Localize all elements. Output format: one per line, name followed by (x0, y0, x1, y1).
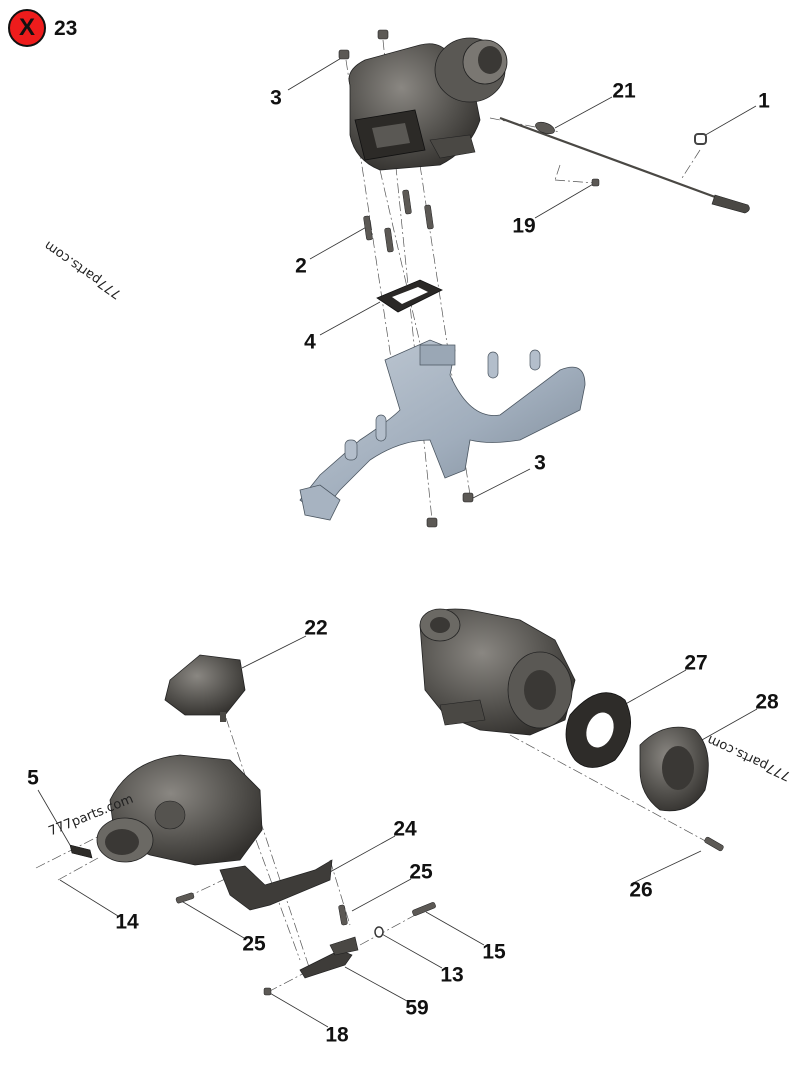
clip-1[interactable] (694, 133, 707, 145)
actuator-22[interactable] (164, 654, 246, 722)
bolt-25-left[interactable] (175, 892, 195, 904)
washer-13[interactable] (374, 926, 384, 938)
linkage-59[interactable] (299, 936, 359, 979)
bolt-25-right[interactable] (338, 904, 348, 926)
callout-14[interactable]: 14 (115, 910, 139, 934)
callout-26[interactable]: 26 (629, 878, 653, 902)
nut-3-bottom-b[interactable] (426, 517, 438, 528)
exhaust-manifold[interactable] (299, 339, 586, 521)
bolt-19[interactable] (591, 178, 600, 187)
nut-3-bottom-a[interactable] (462, 492, 474, 503)
callout-21[interactable]: 21 (612, 79, 636, 103)
gasket-5[interactable] (69, 844, 93, 859)
callout-3[interactable]: 3 (270, 86, 282, 110)
callout-15[interactable]: 15 (482, 940, 506, 964)
callout-3[interactable]: 3 (534, 451, 546, 475)
turbocharger-top[interactable] (348, 37, 508, 171)
studs-2[interactable] (363, 189, 434, 253)
x-mark-icon: X (18, 14, 35, 41)
nut-3-top-b[interactable] (377, 29, 389, 40)
bracket-24[interactable] (219, 859, 333, 911)
callout-25[interactable]: 25 (409, 860, 433, 884)
callout-27[interactable]: 27 (684, 651, 708, 675)
callout-59[interactable]: 59 (405, 996, 429, 1020)
bolt-15[interactable] (412, 902, 437, 917)
callout-25[interactable]: 25 (242, 932, 266, 956)
oil-drain-tube-21[interactable] (499, 116, 750, 214)
callout-22[interactable]: 22 (304, 616, 328, 640)
flange-28[interactable] (639, 726, 709, 812)
callout-28[interactable]: 28 (755, 690, 779, 714)
gasket-27[interactable] (565, 692, 631, 768)
callout-2[interactable]: 2 (295, 254, 307, 278)
nut-18[interactable] (263, 987, 272, 996)
turbocharger-bottom-left[interactable] (96, 754, 263, 866)
bolt-26[interactable] (704, 836, 724, 852)
turbocharger-bottom-right[interactable] (419, 608, 576, 736)
leader-lines (37, 56, 758, 1028)
removed-item-number: 23 (54, 17, 78, 40)
callout-5[interactable]: 5 (27, 766, 39, 790)
callout-24[interactable]: 24 (393, 817, 417, 841)
callout-4[interactable]: 4 (304, 330, 316, 354)
gasket-4[interactable] (376, 279, 443, 313)
callout-1[interactable]: 1 (758, 89, 770, 113)
callout-13[interactable]: 13 (440, 963, 464, 987)
callout-19[interactable]: 19 (512, 214, 536, 238)
nut-3-top-a[interactable] (338, 49, 350, 60)
callout-18[interactable]: 18 (325, 1023, 349, 1047)
removed-item-badge[interactable]: X (8, 9, 46, 47)
